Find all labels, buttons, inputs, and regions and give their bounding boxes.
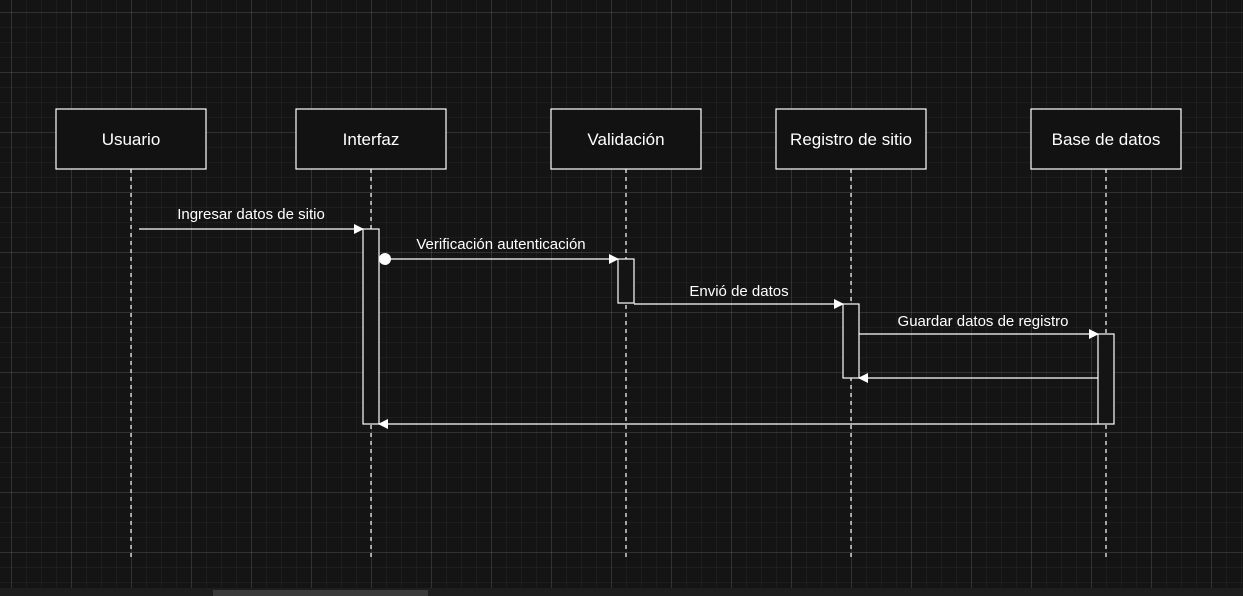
participant-validacion[interactable]: Validación xyxy=(550,108,702,170)
participant-bd[interactable]: Base de datos xyxy=(1030,108,1182,170)
participant-usuario[interactable]: Usuario xyxy=(55,108,207,170)
participant-label: Registro de sitio xyxy=(790,130,912,149)
message-guardar-datos[interactable]: Guardar datos de registro xyxy=(859,313,1099,339)
message-label: Envió de datos xyxy=(689,283,788,300)
message-ingresar-datos[interactable]: Ingresar datos de sitio xyxy=(139,206,364,234)
participant-label: Interfaz xyxy=(343,130,400,149)
participant-interfaz[interactable]: Interfaz xyxy=(295,108,447,170)
message-label: Verificación autenticación xyxy=(416,236,585,253)
message-envio-datos[interactable]: Envió de datos xyxy=(634,283,844,309)
activation-registro[interactable] xyxy=(842,303,860,379)
scrollbar-thumb[interactable] xyxy=(213,590,428,596)
activation-interfaz[interactable] xyxy=(362,228,380,425)
participant-label: Usuario xyxy=(102,130,161,149)
participant-registro[interactable]: Registro de sitio xyxy=(775,108,927,170)
message-label: Guardar datos de registro xyxy=(898,313,1069,330)
participant-label: Validación xyxy=(587,130,664,149)
lifelines xyxy=(130,169,1107,560)
activation-validacion[interactable] xyxy=(617,258,635,304)
participant-label: Base de datos xyxy=(1052,130,1161,149)
message-verificacion[interactable]: Verificación autenticación xyxy=(379,236,619,265)
horizontal-scrollbar[interactable] xyxy=(0,588,1243,596)
message-label: Ingresar datos de sitio xyxy=(177,206,325,223)
activation-bd[interactable] xyxy=(1097,333,1115,425)
